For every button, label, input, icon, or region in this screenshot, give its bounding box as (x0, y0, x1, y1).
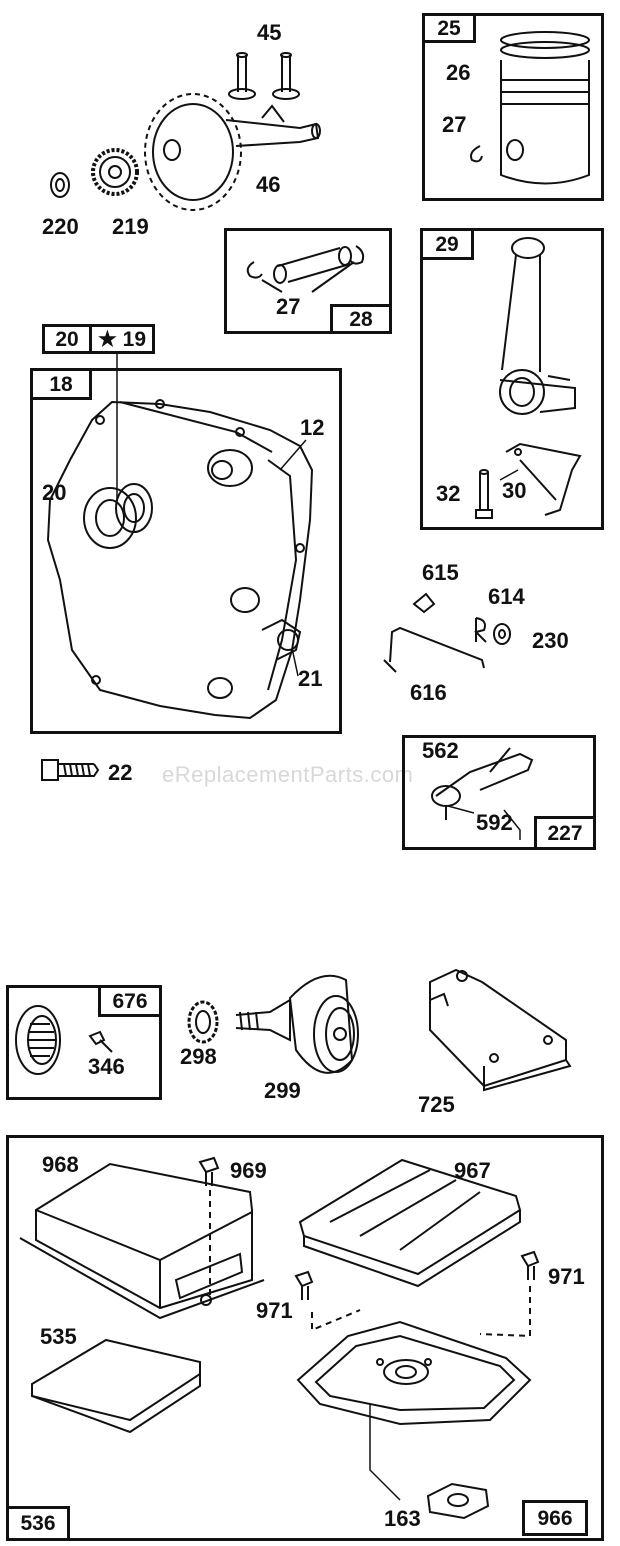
part-label-45: 45 (257, 20, 282, 45)
crank-gear-icon (91, 148, 139, 196)
base-screw-icon (294, 1250, 540, 1338)
gasket-icon (426, 1482, 490, 1520)
kit-tag-18: 18 (30, 368, 92, 400)
kit-tag-28: 28 (330, 304, 392, 334)
watermark: eReplacementParts.com (162, 762, 414, 787)
cover-screw-icon (198, 1156, 220, 1300)
kit-tag-227: 227 (534, 816, 596, 850)
part-label-22: 22 (108, 760, 133, 785)
part-label-27: 27 (442, 112, 467, 137)
leader-lines (116, 352, 521, 1501)
kit-tag-676: 676 (98, 985, 162, 1017)
piston-pin-icon (246, 245, 365, 293)
piston-icon (500, 31, 590, 185)
retaining-clip-icon (470, 145, 483, 163)
part-label-614: 614 (488, 584, 525, 609)
part-label-26: 26 (446, 60, 471, 85)
part-label-27-pin: 27 (276, 294, 301, 319)
part-label-562: 562 (422, 738, 459, 763)
kit-tag-25: 25 (422, 13, 476, 43)
part-label-30: 30 (502, 478, 527, 503)
crankcase-cover-icon (46, 399, 314, 720)
bolt-icon (475, 469, 493, 519)
part-label-615: 615 (422, 560, 459, 585)
part-label-219: 219 (112, 214, 149, 239)
part-label-230: 230 (532, 628, 569, 653)
oil-dipper-icon (505, 442, 582, 516)
part-label-299: 299 (264, 1078, 301, 1103)
sump-frame (30, 368, 342, 734)
air-cleaner-cover-icon (19, 1162, 265, 1320)
connecting-rod-icon (499, 237, 576, 415)
governor-lever-icon (431, 747, 534, 820)
part-label-971-left: 971 (256, 1298, 293, 1323)
governor-parts-icon (383, 592, 511, 673)
part-label-725: 725 (418, 1092, 455, 1117)
part-label-21: 21 (298, 666, 323, 691)
starter-nut-icon (187, 1000, 219, 1044)
washer-icon (50, 172, 70, 198)
cover-frame (6, 985, 162, 1100)
sump-bolt-icon (41, 759, 100, 781)
part-label-298: 298 (180, 1044, 217, 1069)
part-label-220: 220 (42, 214, 79, 239)
part-label-967: 967 (454, 1158, 491, 1183)
part-label-968: 968 (42, 1152, 79, 1177)
kit-tag-966: 966 (522, 1500, 588, 1536)
kit-tag-536: 536 (6, 1506, 70, 1541)
part-label-20: 20 (42, 480, 67, 505)
air-cleaner-frame (6, 1135, 604, 1541)
piston-pin-frame (224, 228, 392, 334)
part-label-346: 346 (88, 1054, 125, 1079)
part-label-163: 163 (384, 1506, 421, 1531)
air-filter-icon (298, 1158, 522, 1288)
piston-frame (422, 13, 604, 201)
part-label-971-right: 971 (548, 1264, 585, 1289)
valve-tappet-icon (228, 52, 300, 100)
filter-pad-icon (31, 1338, 201, 1434)
kit-tag-29: 29 (420, 228, 474, 260)
part-label-46: 46 (256, 172, 281, 197)
part-label-592: 592 (476, 810, 513, 835)
starter-icon (235, 974, 359, 1074)
part-label-32: 32 (436, 481, 461, 506)
kit-tag-20: 20 (42, 324, 92, 354)
part-label-535: 535 (40, 1324, 77, 1349)
part-label-969: 969 (230, 1158, 267, 1183)
bracket-icon (429, 968, 572, 1092)
camshaft-gear-icon (144, 93, 321, 211)
part-label-616: 616 (410, 680, 447, 705)
connecting-rod-frame (420, 228, 604, 530)
governor-lever-frame (402, 735, 596, 850)
screw-icon (88, 1030, 113, 1053)
part-label-12: 12 (300, 415, 325, 440)
air-cleaner-base-icon (296, 1320, 532, 1426)
fuel-cap-icon (15, 1005, 61, 1075)
kit-tag-19: ★ 19 (89, 324, 155, 354)
